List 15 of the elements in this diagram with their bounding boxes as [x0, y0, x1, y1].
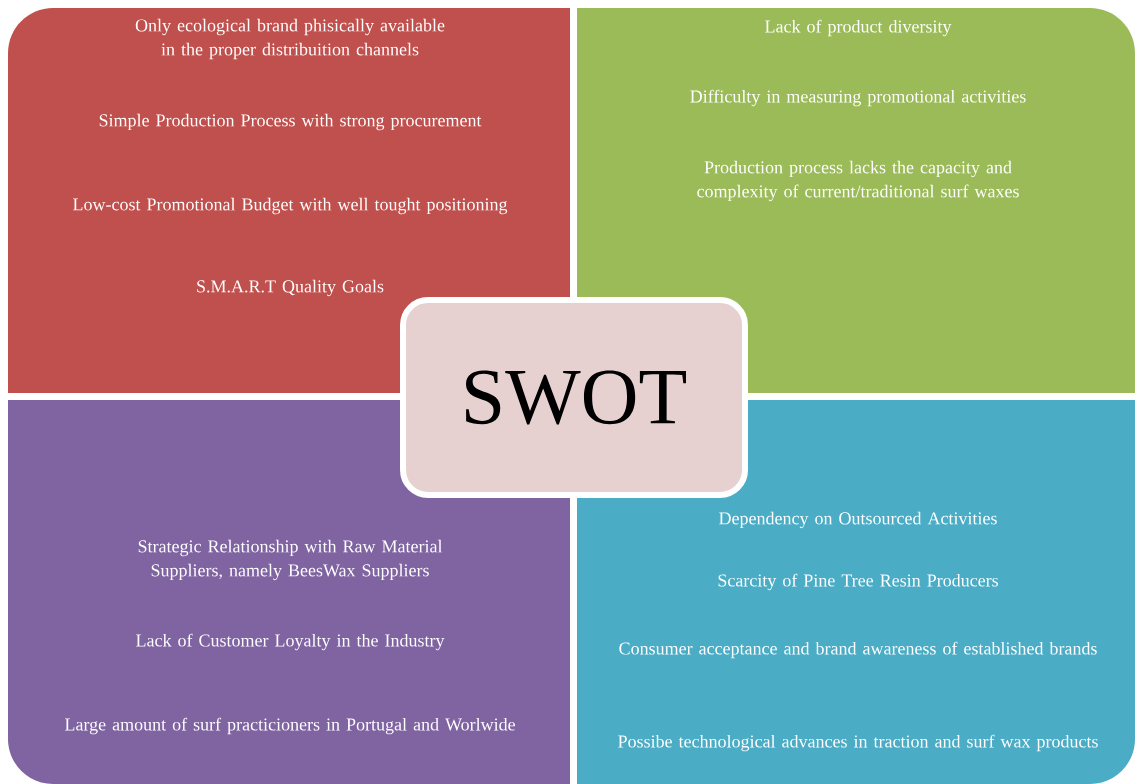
bullet-text: Lack of Customer Loyalty in the Industry: [136, 633, 445, 651]
bullet-text: Low-cost Promotional Budget with well tought positioning: [73, 197, 508, 215]
bullet-text: Production process lacks the capacity and complexity of current/traditional surf waxes: [697, 160, 1019, 202]
bullet-text: Lack of product diversity: [765, 19, 952, 37]
bullet-text: Dependency on Outsourced Activities: [719, 511, 997, 529]
bullet-text: Large amount of surf practicioners in Portugal and Worlwide: [65, 717, 515, 735]
bullet-text: S.M.A.R.T Quality Goals: [197, 279, 384, 297]
bullet-text: Simple Production Process with strong procurement: [99, 113, 482, 131]
bullet-text: Consumer acceptance and brand awareness of established brands: [619, 641, 1097, 659]
bullet-text: Strategic Relationship with Raw Material Suppliers, namely BeesWax Suppliers: [138, 539, 443, 581]
center-box: SWOT: [400, 297, 748, 498]
bullet-text: Scarcity of Pine Tree Resin Producers: [718, 573, 998, 591]
bullet-text: Possibe technological advances in traction and surf wax products: [618, 734, 1098, 752]
bullet-text: Difficulty in measuring promotional activities: [690, 89, 1026, 107]
bullet-text: Only ecological brand phisically available in the proper distribuition channels: [135, 18, 445, 60]
